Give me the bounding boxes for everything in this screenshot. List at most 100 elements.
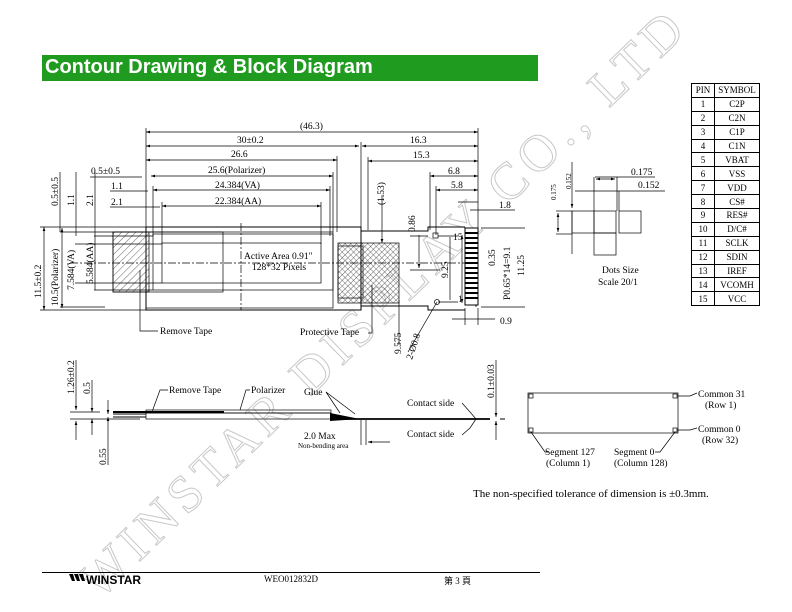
dim-va-width: 24.384(VA): [215, 180, 260, 191]
side-remove-tape-label: Remove Tape: [169, 386, 221, 396]
dim-glass-width: 30±0.2: [237, 136, 264, 146]
side-dim-1-26: 1.26±0.2: [67, 360, 77, 394]
top-view: (46.3) 30±0.2 16.3 26.6 15.3 25.6(Polari…: [34, 121, 527, 361]
vdim-2-1: 2.1: [86, 194, 96, 206]
vdim-aa: 5.584(AA): [85, 243, 96, 284]
vdim-11-5: 11.5±0.2: [34, 264, 44, 298]
tolerance-note: The non-specified tolerance of dimension…: [473, 488, 709, 500]
pixels-label: 128*32 Pixels: [252, 263, 306, 273]
pin-symbol: VSS: [714, 166, 760, 182]
pin-symbol: C2P: [714, 96, 760, 112]
dim-1-8: 1.8: [499, 201, 511, 211]
pin-symbol: VBAT: [714, 152, 760, 168]
dim-fpc-length: 16.3: [410, 136, 427, 146]
dim-0-5: 0.5±0.5: [91, 167, 120, 177]
footer-brand: WINSTAR: [86, 573, 142, 587]
remove-tape-label: Remove Tape: [160, 327, 212, 337]
pin-symbol: SDIN: [714, 249, 760, 265]
pin-15-label: 15: [453, 233, 463, 243]
header-pin: PIN: [691, 83, 715, 98]
dots-size-detail: 0.175 0.152 0.175 0.152 Dots Size Scale …: [550, 162, 665, 288]
block-diagram: Common 31 (Row 1) Common 0 (Row 32) Segm…: [527, 390, 745, 469]
contact-side-top-label: Contact side: [407, 399, 454, 409]
contact-side-bottom-label: Contact side: [407, 430, 454, 440]
segment0-label: Segment 0: [614, 448, 655, 458]
pin-symbol: VDD: [714, 180, 760, 196]
pin-number: 12: [691, 249, 715, 265]
pin-number: 14: [691, 277, 715, 293]
dim-5-8: 5.8: [451, 181, 463, 191]
dots-scale-label: Scale 20/1: [598, 278, 638, 288]
remove-tape-area: [112, 231, 150, 293]
dim-total-width: (46.3): [300, 121, 323, 132]
dot-0-175-v: 0.175: [550, 184, 558, 200]
dim-polarizer-width: 25.6(Polarizer): [208, 165, 265, 176]
pin-symbol: C2N: [714, 110, 760, 126]
column1-label: (Column 1): [546, 458, 590, 469]
pin-number: 9: [691, 208, 715, 223]
pin-number: 4: [691, 138, 715, 154]
pin-symbol: RES#: [714, 208, 760, 223]
pin-number: 3: [691, 124, 715, 140]
pin-1-label: 1: [458, 295, 463, 305]
dot-0-152-h: 0.152: [638, 181, 660, 191]
protective-tape-label: Protective Tape: [300, 328, 359, 338]
non-bending-dim: 2.0 Max: [304, 432, 336, 442]
row1-label: (Row 1): [705, 400, 736, 411]
side-polarizer-label: Polarizer: [251, 386, 286, 396]
pin-number: 5: [691, 152, 715, 168]
row32-label: (Row 32): [702, 435, 738, 446]
dim-9-25: 9.25: [441, 261, 451, 278]
header-symbol: SYMBOL: [714, 83, 760, 98]
section-header: Contour Drawing & Block Diagram: [42, 55, 538, 81]
dim-aa-width: 22.384(AA): [215, 196, 261, 207]
side-dim-0-55: 0.55: [99, 448, 109, 465]
dim-0-86: 0.86: [408, 215, 418, 232]
pin-number: 13: [691, 263, 715, 279]
watermark: WINSTAR DISPLAY CO., LTD: [68, 0, 700, 610]
winstar-logo-icon: [69, 574, 85, 581]
dim-26-6: 26.6: [231, 150, 248, 160]
pin-symbol: IREF: [714, 263, 760, 279]
dim-0-35: 0.35: [488, 249, 498, 266]
dim-hole: 2-Ø0.8: [405, 332, 423, 361]
pin-number: 6: [691, 166, 715, 182]
pin-symbol: VCOMH: [714, 277, 760, 293]
dim-6-8: 6.8: [448, 167, 460, 177]
pin-symbol: D/C#: [714, 221, 760, 237]
side-dim-0-5: 0.5: [83, 382, 93, 394]
side-dim-0-1: 0.1±0.03: [487, 364, 497, 398]
footer-divider: [42, 572, 540, 573]
pin-number: 15: [691, 291, 715, 307]
vdim-polarizer: 10.5(Polarizer): [50, 249, 61, 306]
dot-0-152-v: 0.152: [565, 173, 573, 189]
segment127-label: Segment 127: [545, 448, 595, 458]
pin-symbol: CS#: [714, 194, 760, 210]
dots-size-label: Dots Size: [602, 266, 639, 276]
dim-2-1: 2.1: [111, 198, 123, 208]
pin-symbol: C1P: [714, 124, 760, 140]
dim-15-3: 15.3: [413, 151, 430, 161]
pin-symbol: SCLK: [714, 235, 760, 251]
dim-9-575: 9.575: [394, 332, 404, 354]
pin-number: 7: [691, 180, 715, 196]
vdim-va: 7.584(VA): [66, 250, 77, 290]
pin-number: 10: [691, 221, 715, 237]
common31-label: Common 31: [698, 390, 745, 400]
pin-symbol: VCC: [714, 291, 760, 307]
pin-number: 8: [691, 194, 715, 210]
dim-1-1: 1.1: [111, 182, 123, 192]
glue-label: Glue: [304, 388, 322, 398]
